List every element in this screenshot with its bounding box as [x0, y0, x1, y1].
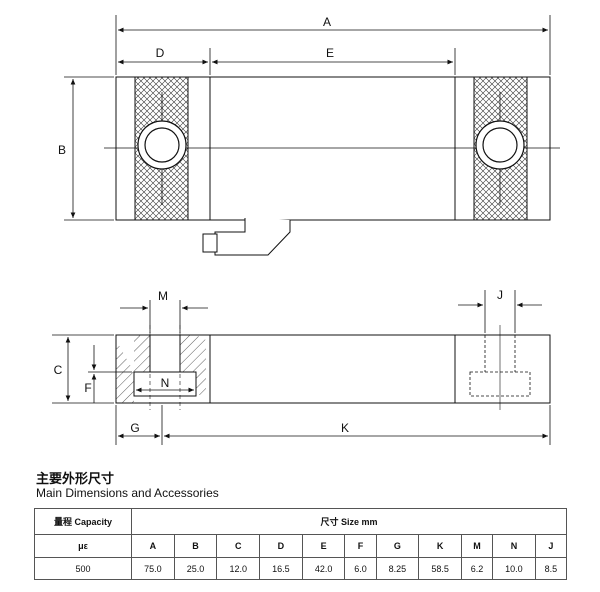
capacity-cell: 500 — [34, 557, 132, 580]
dimension-G-K — [115, 405, 551, 445]
value-cell: 16.5 — [259, 557, 303, 580]
column-header: K — [418, 534, 462, 558]
column-header: J — [534, 534, 568, 558]
label-C: C — [54, 363, 63, 377]
value-cell: 25.0 — [173, 557, 218, 580]
top-view — [104, 76, 560, 256]
value-cell: 8.25 — [375, 557, 420, 580]
side-view — [115, 325, 551, 410]
value-cell: 10.0 — [492, 557, 536, 580]
column-header: M — [460, 534, 494, 558]
table-row: 500 75.0 25.0 12.0 16.5 42.0 6.0 8.25 58… — [34, 557, 568, 580]
cable — [214, 218, 291, 256]
value-cell: 6.2 — [460, 557, 494, 580]
table-column-row: με A B C D E F G K M N J — [34, 534, 568, 558]
dimension-C — [52, 334, 114, 404]
column-header: E — [301, 534, 346, 558]
label-N: N — [161, 376, 170, 390]
value-cell: 58.5 — [418, 557, 462, 580]
value-cell: 75.0 — [131, 557, 175, 580]
label-J: J — [497, 288, 503, 302]
value-cell: 12.0 — [216, 557, 261, 580]
dimensions-table: 量程 Capacity 尺寸 Size mm με A B C D E F G … — [34, 508, 568, 580]
load-cell-drawing: A D E B — [52, 15, 560, 445]
threaded-hole-left — [149, 334, 181, 373]
column-header: D — [259, 534, 303, 558]
column-header: A — [131, 534, 175, 558]
column-header: C — [216, 534, 261, 558]
column-header: F — [344, 534, 377, 558]
dimension-B — [64, 76, 114, 221]
dimension-D-E — [118, 48, 456, 75]
label-G: G — [130, 421, 139, 435]
capacity-header: 量程 Capacity — [34, 508, 132, 535]
section-title-en: Main Dimensions and Accessories — [36, 486, 219, 500]
section-title-cn: 主要外形尺寸 — [36, 472, 115, 487]
label-E: E — [326, 46, 334, 60]
value-cell: 8.5 — [534, 557, 568, 580]
column-header: G — [375, 534, 420, 558]
unit-cell: με — [34, 534, 132, 558]
label-A: A — [323, 15, 331, 29]
dimension-M — [120, 300, 208, 333]
label-M: M — [158, 289, 168, 303]
dimension-F — [88, 345, 132, 403]
label-D: D — [156, 46, 165, 60]
label-B: B — [58, 143, 66, 157]
label-F: F — [84, 381, 91, 395]
table-header-row: 量程 Capacity 尺寸 Size mm — [34, 508, 567, 535]
dimension-A — [115, 15, 551, 75]
dimension-J — [458, 290, 542, 333]
size-header: 尺寸 Size mm — [131, 508, 567, 535]
column-header: B — [173, 534, 218, 558]
label-K: K — [341, 421, 349, 435]
value-cell: 42.0 — [301, 557, 346, 580]
column-header: N — [492, 534, 536, 558]
value-cell: 6.0 — [344, 557, 377, 580]
